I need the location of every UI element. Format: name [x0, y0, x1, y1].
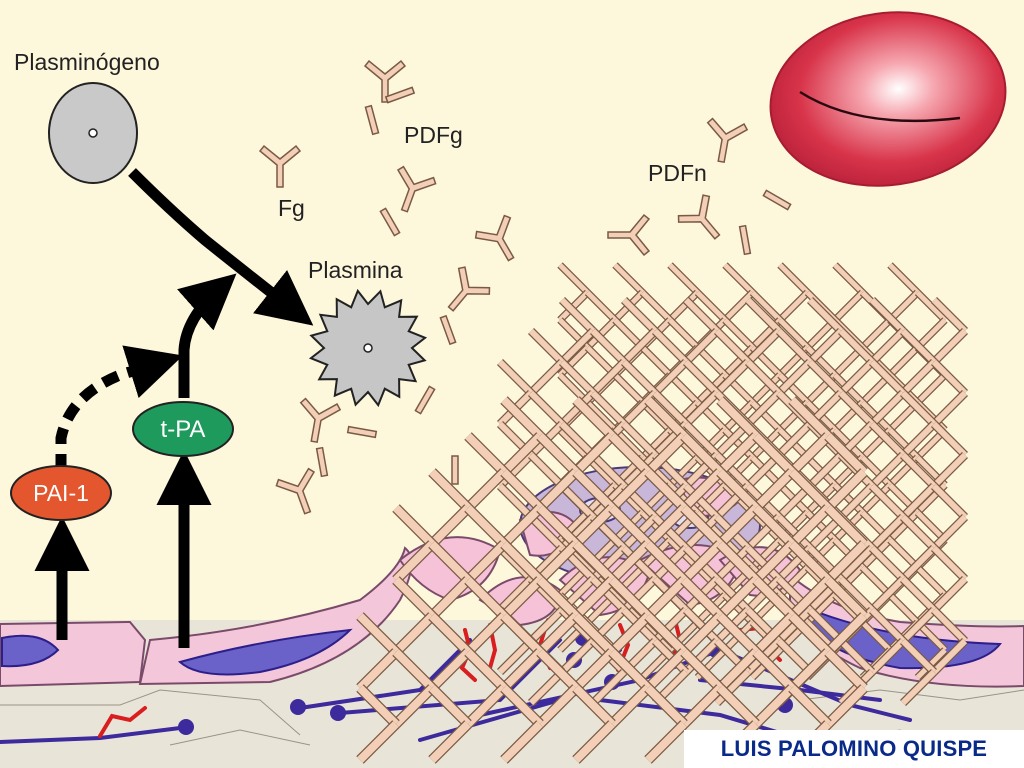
fibrin-degradation-fragments	[258, 59, 792, 515]
pai1-badge: PAI-1	[10, 465, 112, 521]
arrow-plasminogen-to-plasmin	[128, 168, 314, 326]
arrow-tpa-to-conversion	[177, 273, 237, 398]
fibrin-mesh	[356, 262, 969, 764]
endothelial-cell-middle	[138, 546, 413, 686]
red-blood-cell	[769, 11, 1007, 187]
arrow-pai1-inhibits-tpa	[55, 345, 184, 470]
plasminogen-label: Plasminógeno	[14, 49, 160, 75]
fg-label: Fg	[278, 195, 305, 221]
tpa-badge: t-PA	[132, 401, 234, 457]
plasminogen-icon	[48, 82, 138, 184]
pdfn-label: PDFn	[648, 160, 707, 186]
pdfg-label: PDFg	[404, 122, 463, 148]
plasmin-icon	[308, 288, 428, 408]
tpa-label: t-PA	[161, 416, 206, 443]
plasmin-label: Plasmina	[308, 257, 403, 283]
author-credit: LUIS PALOMINO QUISPE	[684, 730, 1024, 768]
arrows	[34, 168, 314, 648]
pai1-label: PAI-1	[33, 480, 89, 506]
endothelial-cell-left	[0, 620, 147, 688]
